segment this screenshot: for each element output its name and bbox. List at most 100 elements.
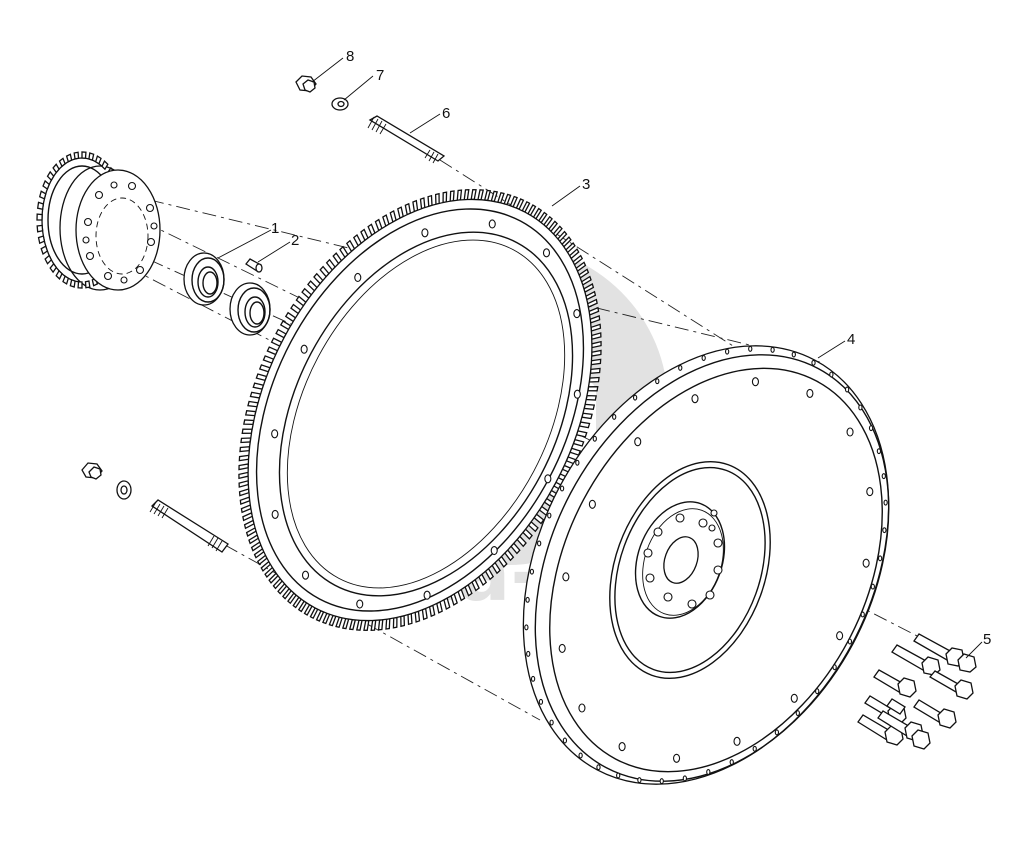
ring-gear-tooth xyxy=(240,504,252,514)
flywheel-bolt-hole xyxy=(673,753,681,763)
bolt xyxy=(913,633,977,673)
flywheel-rim-hole xyxy=(706,769,711,775)
hub-gear-tooth xyxy=(52,163,60,174)
hub-gear-tooth xyxy=(58,157,66,168)
flywheel-rim-hole xyxy=(632,394,638,401)
hub-gear-tooth xyxy=(49,262,58,274)
ring-gear-bolt-hole xyxy=(542,248,551,258)
callout-5: 5 xyxy=(983,631,991,648)
callout-6: 6 xyxy=(442,105,450,122)
flywheel-rim-hole xyxy=(774,729,780,736)
hub-gear-tooth xyxy=(37,235,46,245)
ring-gear-bolt-hole xyxy=(300,344,308,354)
ring-gear-tooth xyxy=(241,428,253,434)
bolt xyxy=(891,644,941,676)
flywheel-rim-hole xyxy=(678,364,683,371)
flywheel-rim-hole xyxy=(637,777,642,784)
ring-gear-tooth xyxy=(243,519,255,530)
ring-gear-tooth xyxy=(496,191,505,204)
ring-gear-tooth xyxy=(238,479,250,488)
ring-gear-tooth xyxy=(407,612,413,626)
ring-gear-tooth xyxy=(239,496,251,505)
ring-gear-tooth xyxy=(238,471,249,480)
ring-gear-tooth xyxy=(238,488,250,497)
ring-gear-tooth xyxy=(245,526,257,537)
flywheel-rim-hole xyxy=(701,355,706,361)
bolt-set xyxy=(857,633,977,750)
flywheel-rim-hole xyxy=(847,638,853,645)
flywheel-bolt-hole xyxy=(733,736,741,746)
flywheel-rim-hole xyxy=(748,345,753,352)
flywheel-rim-hole xyxy=(770,346,775,353)
hex-nut-top xyxy=(295,75,317,93)
ring-gear-tooth xyxy=(483,189,492,202)
ring-gear-tooth xyxy=(385,618,391,630)
flywheel-rim-hole xyxy=(877,555,883,562)
ring-gear-tooth xyxy=(239,445,251,453)
ring-gear-tooth xyxy=(442,191,448,204)
flywheel-rim-hole xyxy=(616,772,621,779)
flywheel-rim-hole xyxy=(549,719,554,726)
ring-gear-tooth xyxy=(587,386,599,392)
ring-gear-tooth xyxy=(503,193,512,206)
flywheel-rim-hole xyxy=(815,688,820,695)
ring-gear-bolt-hole xyxy=(271,429,279,439)
flywheel-rim-hole xyxy=(832,664,837,671)
callout-4: 4 xyxy=(847,331,855,348)
washer-bottom xyxy=(116,480,132,500)
flywheel-rim-hole xyxy=(858,404,863,411)
ring-gear-bolt-hole xyxy=(544,474,552,484)
callout-3: 3 xyxy=(582,176,590,193)
ring-gear-tooth xyxy=(521,200,531,213)
bearing-front xyxy=(183,252,225,306)
ring-gear-bolt-hole xyxy=(423,590,431,600)
flywheel-bolt-hole xyxy=(691,394,699,404)
ring-gear-bolt-hole xyxy=(301,570,310,580)
flywheel-bolt-hole xyxy=(751,377,759,387)
callout-leaders xyxy=(217,57,983,659)
ring-gear-tooth xyxy=(243,419,255,426)
bolt xyxy=(929,670,974,700)
flywheel-rim-hole xyxy=(844,386,850,393)
callout-7: 7 xyxy=(376,67,384,84)
hub-gear-tooth xyxy=(42,179,51,190)
flywheel-rim-hole xyxy=(537,540,542,547)
flywheel-bolt-hole xyxy=(634,437,642,447)
callout-1: 1 xyxy=(271,220,279,237)
ring-gear-tooth xyxy=(590,358,602,366)
hub-gear-tooth xyxy=(94,155,102,165)
flywheel-rim-hole xyxy=(829,371,834,378)
flywheel-rim-hole xyxy=(882,527,887,534)
callout-8: 8 xyxy=(346,48,354,65)
ring-gear-tooth xyxy=(341,617,350,630)
ring-gear-tooth xyxy=(477,189,485,201)
hub-gear-tooth xyxy=(44,254,53,265)
hub-gear-tooth xyxy=(84,280,91,289)
flywheel-bolt-hole xyxy=(806,388,814,398)
ring-gear-tooth xyxy=(348,618,357,631)
hub-gear-tooth xyxy=(36,224,44,233)
flywheel-rim-hole xyxy=(524,624,529,631)
ring-gear-tooth xyxy=(583,403,596,410)
flywheel-rim-hole xyxy=(525,596,530,603)
flywheel-bolt-hole xyxy=(578,703,586,713)
ring-gear-tooth xyxy=(456,189,463,201)
flywheel-rim-hole xyxy=(526,650,531,657)
ring-gear-tooth xyxy=(392,616,398,629)
hub-gear-tooth xyxy=(55,269,63,280)
drive-hub-gear xyxy=(36,151,161,291)
ring-gear-bolt-hole xyxy=(488,219,496,229)
flywheel-rim-hole xyxy=(811,359,816,366)
stud-bottom xyxy=(149,499,229,553)
flywheel-rim-hole xyxy=(575,459,580,466)
flywheel-rim-hole xyxy=(562,737,568,744)
bearing-rear xyxy=(229,282,271,336)
ring-gear-tooth xyxy=(240,437,252,444)
flywheel-bolt-hole xyxy=(562,572,570,582)
hub-gear-tooth xyxy=(65,153,73,163)
ring-gear xyxy=(238,189,602,631)
hub-gear-tooth xyxy=(69,279,76,288)
hub-gear-tooth xyxy=(36,213,43,221)
ring-gear-tooth xyxy=(242,511,254,522)
